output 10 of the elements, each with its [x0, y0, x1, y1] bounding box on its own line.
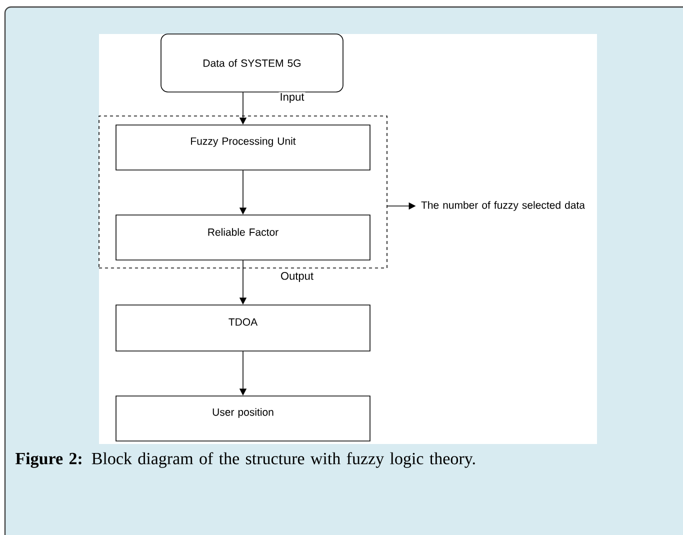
start-box: Data of SYSTEM 5G — [160, 34, 344, 92]
dashed-group-box — [98, 116, 388, 268]
figure-caption: Figure 2: Block diagram of the structure with fuzzy logic theory. — [16, 452, 475, 468]
edge-label: Input — [278, 92, 306, 104]
process-box: TDOA — [116, 304, 370, 352]
edge-label: Output — [280, 271, 315, 283]
process-box: Fuzzy Processing Unit — [116, 124, 370, 170]
process-box: User position — [116, 396, 370, 442]
note-text: The number of fuzzy selected data — [421, 201, 585, 211]
process-box: Reliable Factor — [116, 214, 370, 260]
